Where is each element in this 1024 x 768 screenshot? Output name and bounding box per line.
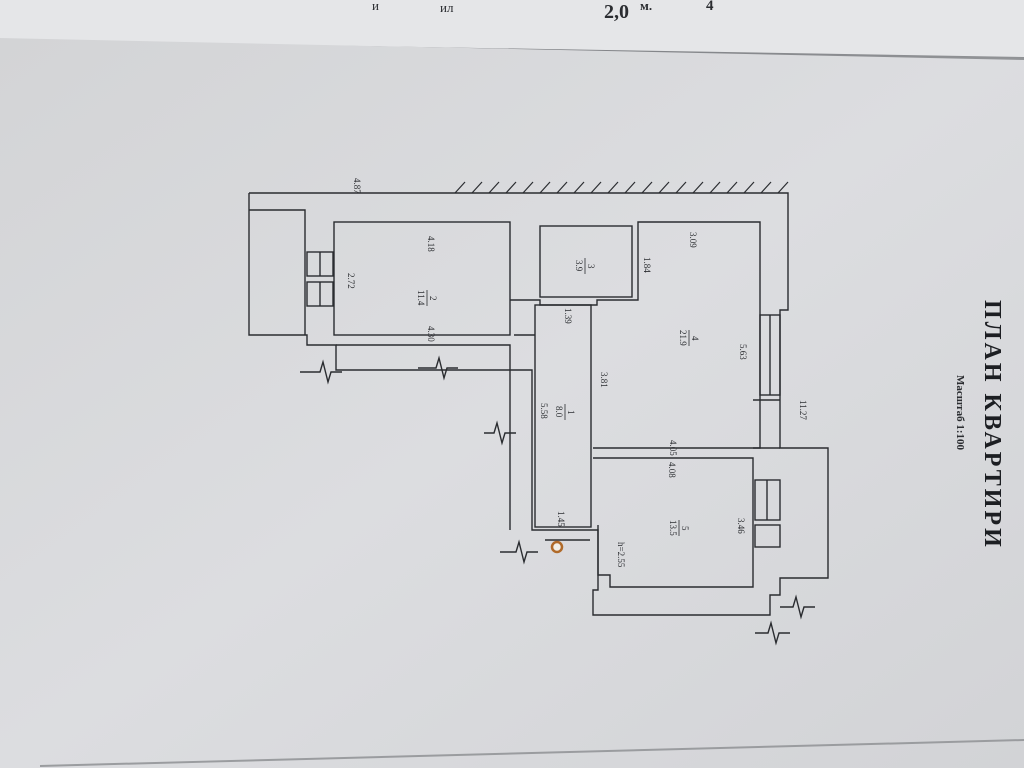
room-number: 4 [690, 336, 700, 341]
room-area: 13.5 [668, 520, 678, 536]
dim-top-wall: 4.87 [352, 178, 362, 194]
dim-ceiling-height: h=2.55 [616, 542, 626, 568]
room-labels: 1 8.0 2 11.4 3 3.9 4 21.9 5 13.5 [416, 258, 700, 536]
prev-fragment: 4 [706, 0, 714, 14]
room-area: 3.9 [574, 260, 584, 272]
room-number: 1 [566, 410, 576, 415]
dim-corridor-length: 5.58 [539, 403, 549, 419]
dim-room3-width: 1.84 [642, 257, 652, 273]
room-5-outline [593, 457, 754, 588]
break-marker [418, 355, 458, 381]
dim-room4-length: 3.09 [688, 232, 698, 248]
dim-room4-side: 3.81 [599, 372, 609, 388]
room-2-outline [333, 221, 511, 336]
dim-room2-bottom: 4.30 [426, 326, 436, 342]
prev-fragment: ил [440, 0, 454, 15]
wall-hatching [454, 181, 789, 194]
room-3-outline [539, 225, 633, 298]
dim-room5-length: 4.08 [667, 462, 677, 478]
dim-corridor-width: 1.39 [563, 308, 573, 324]
room-number: 3 [586, 264, 596, 269]
entrance-marker [550, 540, 564, 554]
room-area: 21.9 [678, 330, 688, 346]
room-label-1: 1 8.0 [554, 404, 576, 420]
dim-room4-bottom: 4.05 [668, 440, 678, 456]
room-label-4: 4 21.9 [678, 330, 700, 346]
room-label-2: 2 11.4 [416, 290, 438, 306]
plan-title: ПЛАН КВАРТИРИ [979, 300, 1005, 550]
room-number: 2 [428, 296, 438, 301]
prev-fragment: м. [640, 0, 652, 13]
dim-overall-length: 11.27 [798, 400, 808, 420]
exterior-wall [248, 192, 829, 616]
dim-room2-length: 4.18 [426, 236, 436, 252]
room-area: 11.4 [416, 290, 426, 306]
break-marker [484, 420, 516, 446]
room-area: 8.0 [554, 406, 564, 418]
plan-scale: Масштаб 1:100 [954, 375, 966, 451]
break-marker [500, 539, 538, 565]
prev-fragment: 2,0 [604, 1, 629, 23]
floor-plan [248, 181, 829, 646]
room-label-3: 3 3.9 [574, 258, 596, 274]
break-marker [300, 359, 342, 385]
room-label-5: 5 13.5 [668, 520, 690, 536]
plan-dimensions: 4.87 11.27 4.18 2.72 4.30 1.84 1.39 3.09… [346, 178, 808, 568]
dim-room2-width: 2.72 [346, 273, 356, 289]
prev-fragment: и [372, 0, 379, 13]
break-marker [755, 620, 790, 646]
dim-room5-width: 3.46 [736, 518, 746, 534]
break-marker [780, 594, 815, 620]
dim-room4-width: 5.63 [738, 344, 748, 360]
wall-balcony-1 [249, 209, 306, 335]
dim-entry-width: 1.45 [556, 511, 566, 527]
sheet-edge [39, 739, 1024, 767]
window [754, 524, 781, 548]
room-number: 5 [680, 526, 690, 531]
corridor-outline [534, 304, 592, 528]
plan-sheet [0, 38, 1024, 768]
wall-inner-left [336, 344, 511, 530]
